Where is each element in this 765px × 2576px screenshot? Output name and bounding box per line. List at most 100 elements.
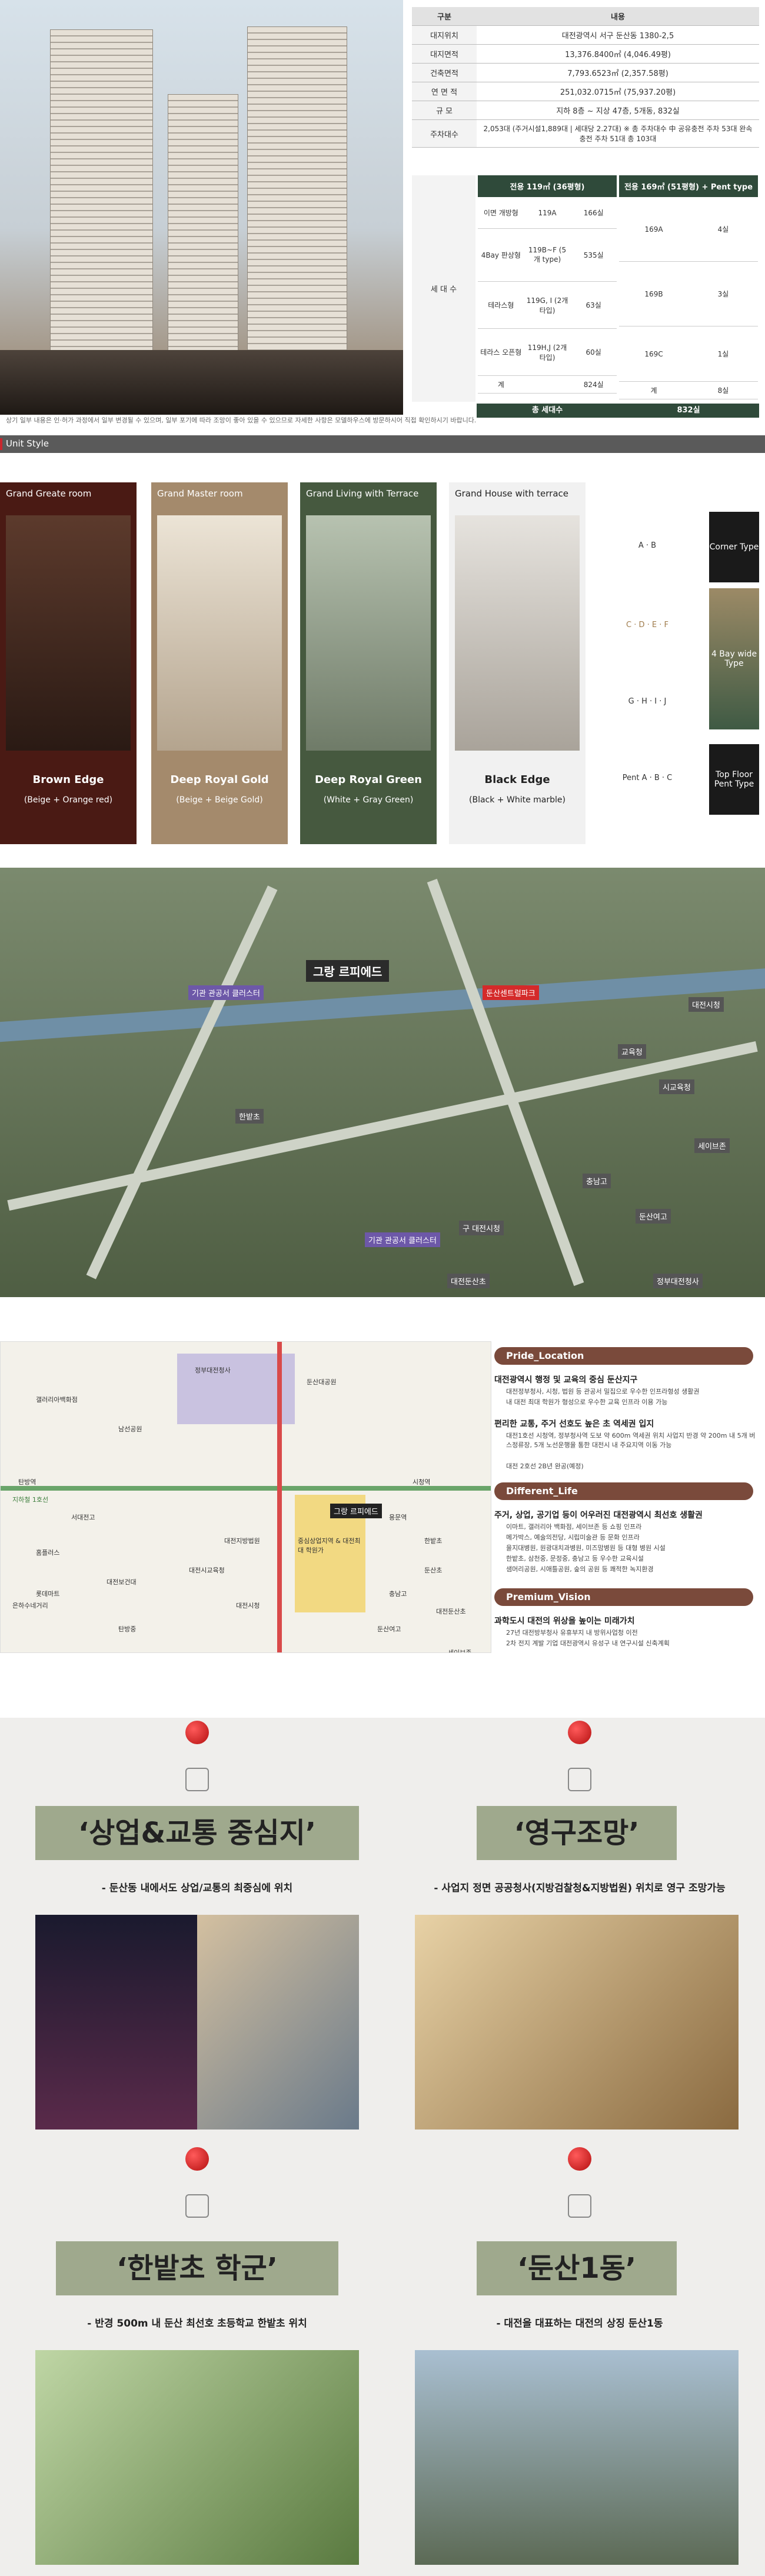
unit-card-sub: (Beige + Orange red) — [24, 795, 113, 805]
loc-map-label: 대전보건대 — [107, 1578, 137, 1586]
unit-card-photo — [157, 515, 282, 751]
pin-icon — [185, 2147, 209, 2171]
feature-photo-school — [35, 2350, 359, 2565]
units-total-label: 총 세대수 — [531, 406, 563, 415]
loc-map-label: 남선공원 — [118, 1425, 142, 1433]
feature-title: ‘한밭초 학군’ — [56, 2241, 338, 2295]
loc-map-label: 둔산여고 — [377, 1625, 401, 1633]
loc-map-label: 은하수네거리 — [12, 1602, 48, 1609]
unit-card-brown: Grand Greate room Brown Edge (Beige + Or… — [0, 482, 137, 844]
unit-card-sub: (White + Gray Green) — [323, 795, 414, 805]
loc-map-label: 홈플러스 — [36, 1549, 60, 1557]
units-cell: 4실 — [717, 225, 729, 234]
units-cell: 4Bay 판상형 — [481, 251, 521, 259]
unit-card-black: Grand House with terrace Black Edge (Bla… — [449, 482, 586, 844]
units-cell: 119B~F (5개 type) — [528, 246, 567, 264]
units-row: 테라스형 119G, I (2개 타입) 63실 — [478, 282, 617, 329]
pill-premium-vision: Premium_Vision — [494, 1588, 753, 1606]
loc-text: 한밭초, 삼천중, 문정중, 충남고 등 우수한 교육시설 — [506, 1555, 644, 1562]
unit-card-sub: (Beige + Beige Gold) — [176, 795, 263, 805]
loc-heading: 과학도시 대전의 위상을 높이는 미래가치 — [494, 1617, 635, 1626]
units-cell: 8실 — [717, 386, 729, 395]
tower-left — [50, 29, 153, 359]
type-label: A · B — [638, 541, 657, 550]
pill-pride-location: Pride_Location — [494, 1347, 753, 1365]
map-label: 교육청 — [618, 1044, 646, 1059]
unit-card-title: Grand House with terrace — [455, 488, 568, 499]
spec-head-content: 내용 — [477, 7, 759, 26]
loc-map-label: 한밭초 — [424, 1537, 443, 1545]
units-cell: 1실 — [717, 350, 729, 358]
loc-text: 샘머리공원, 시애틀공원, 숲의 공원 등 쾌적한 녹지환경 — [506, 1565, 654, 1573]
units-cell: 3실 — [717, 290, 729, 298]
spec-value: 2,053대 (주거시설1,889대 | 세대당 2.27대) ※ 총 주차대수… — [477, 119, 759, 148]
unit-card-name: Brown Edge — [32, 774, 104, 786]
units-cell: 테라스 오픈형 — [480, 348, 522, 356]
unit-card-photo — [6, 515, 131, 751]
unit-style-accent — [0, 438, 2, 450]
units-cell: 824실 — [583, 381, 604, 389]
spec-head-category: 구분 — [412, 7, 477, 26]
feature-photo-city — [415, 2350, 739, 2565]
loc-heading: 대전광역시 행정 및 교육의 중심 둔산지구 — [494, 1375, 638, 1385]
spec-value: 251,032.0715㎡ (75,937.20평) — [477, 82, 759, 101]
units-cell: 테라스형 — [488, 301, 514, 309]
units-cell — [524, 382, 571, 387]
map-label: 구 대전시청 — [459, 1221, 504, 1235]
map-label: 한밭초 — [235, 1109, 264, 1124]
train-icon — [185, 1768, 209, 1791]
loc-text: 2차 전지 계발 기업 대전광역시 유성구 내 연구시설 신축계획 — [506, 1639, 670, 1647]
feature-sub: - 대전을 대표하는 대전의 상징 둔산1동 — [496, 2318, 663, 2330]
unit-style-title: Unit Style — [6, 438, 49, 449]
units-cell: 169A — [644, 225, 663, 234]
tower-right — [247, 26, 347, 359]
unit-card-photo — [306, 515, 431, 751]
map-block — [177, 1354, 295, 1424]
unit-card-title: Grand Living with Terrace — [306, 488, 419, 499]
loc-map-label: 대전시청 — [236, 1602, 260, 1609]
road — [86, 885, 278, 1279]
spec-value: 대전광역시 서구 둔산동 1380-2,5 — [477, 25, 759, 45]
unit-card-green: Grand Living with Terrace Deep Royal Gre… — [300, 482, 437, 844]
loc-map-label: 대전시교육청 — [189, 1567, 225, 1574]
spec-label: 주차대수 — [412, 119, 477, 148]
loc-map-label: 중심상업지역 & 대전최대 학원가 — [298, 1537, 361, 1554]
units-cell: 119G, I (2개 타입) — [526, 296, 568, 315]
loc-map-label: 서대전고 — [71, 1514, 95, 1521]
loc-text: 이마트, 갤러리아 백화점, 세이브존 등 쇼핑 인프라 — [506, 1523, 642, 1531]
feature-sub: - 반경 500m 내 둔산 최선호 초등학교 한밭초 위치 — [87, 2318, 307, 2330]
spec-label: 대지면적 — [412, 44, 477, 64]
map-label: 충남고 — [583, 1174, 611, 1188]
hero-disclaimer: 상기 일부 내용은 인·허가 과정에서 일부 변경될 수 있으며, 일부 포기에… — [0, 415, 765, 426]
road — [7, 1041, 758, 1211]
feature-photo-city — [35, 1915, 197, 2130]
spec-label: 건축면적 — [412, 63, 477, 82]
units-cell: 166실 — [583, 209, 604, 217]
loc-map-label: 대전둔산초 — [436, 1608, 466, 1615]
unit-card-title: Grand Master room — [157, 488, 243, 499]
loc-map-label: 탄방중 — [118, 1625, 137, 1633]
pill-different-life: Different_Life — [494, 1482, 753, 1500]
location-pin-icon — [568, 2194, 591, 2218]
loc-map-label: 정부대전청사 — [195, 1367, 231, 1374]
subway-line-2 — [277, 1342, 282, 1652]
loc-heading: 편리한 교통, 주거 선호도 높은 초 역세권 입지 — [494, 1419, 654, 1429]
units-cell: 63실 — [586, 301, 601, 309]
feature-sub: - 사업지 정면 공공청사(지방검찰청&지방법원) 위치로 영구 조망가능 — [434, 1882, 726, 1894]
feature-title: ‘영구조망’ — [477, 1806, 677, 1860]
units-table: 전용 119㎡ (36평형) 전용 169㎡ (51평형) + Pent typ… — [477, 175, 759, 399]
units-cell: 60실 — [586, 348, 601, 356]
unit-card-sub: (Black + White marble) — [469, 795, 566, 805]
loc-map-label: 갤러리아백화점 — [36, 1396, 78, 1404]
loc-text: 내 대전 최대 학원가 형성으로 우수한 교육 인프라 이용 가능 — [506, 1398, 668, 1406]
unit-card-name: Deep Royal Gold — [170, 774, 269, 786]
unit-card-name: Deep Royal Green — [315, 774, 422, 786]
type-label: Pent A · B · C — [622, 774, 673, 782]
map-label: 대전시청 — [688, 997, 724, 1012]
